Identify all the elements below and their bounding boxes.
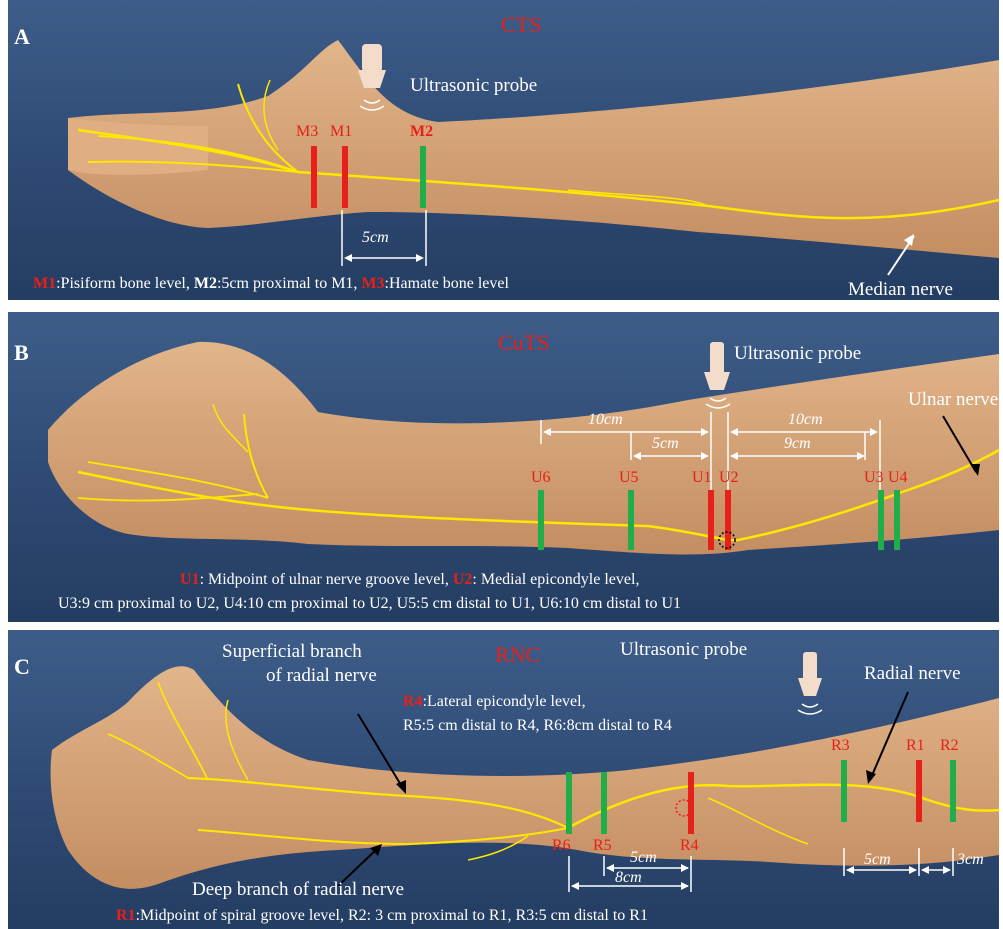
marker-label-u3: U3 xyxy=(864,470,884,486)
panel-a-caption: M1:Pisiform bone level, M2:5cm proximal … xyxy=(33,276,509,292)
dimension-label-u3-9cm: 9cm xyxy=(784,436,811,452)
panel-c-illustration xyxy=(8,630,999,929)
marker-u1 xyxy=(708,490,714,550)
median-nerve-label: Median nerve xyxy=(848,280,953,299)
marker-label-u4: U4 xyxy=(888,470,908,486)
panel-a-title: CTS xyxy=(501,14,541,36)
dimension-label-r2-3cm: 3cm xyxy=(957,852,984,868)
marker-label-u1: U1 xyxy=(692,470,712,486)
marker-u6 xyxy=(538,490,544,550)
marker-r5 xyxy=(601,772,607,834)
marker-label-m3: M3 xyxy=(296,124,318,140)
marker-label-u2: U2 xyxy=(719,470,739,486)
panel-c-title: RNC xyxy=(495,644,540,666)
marker-label-u6: U6 xyxy=(531,470,551,486)
ultrasonic-probe-icon-c xyxy=(798,652,822,714)
marker-u3 xyxy=(878,490,884,550)
dimension-label-u5-5cm: 5cm xyxy=(652,436,679,452)
marker-label-r3: R3 xyxy=(831,738,850,754)
marker-r2 xyxy=(950,760,956,822)
deep-branch-label: Deep branch of radial nerve xyxy=(192,880,404,899)
marker-r6 xyxy=(566,772,572,834)
ulnar-nerve-label: Ulnar nerve xyxy=(908,390,998,409)
panel-b-caption-line1: U1: Midpoint of ulnar nerve groove level… xyxy=(180,572,639,588)
marker-label-r5: R5 xyxy=(593,838,612,854)
dimension-label-r3-5cm: 5cm xyxy=(864,852,891,868)
marker-label-m1: M1 xyxy=(330,124,352,140)
superficial-branch-label-1: Superficial branch xyxy=(222,642,362,661)
dimension-label-5cm: 5cm xyxy=(362,230,389,246)
panel-b-caption-line2: U3:9 cm proximal to U2, U4:10 cm proxima… xyxy=(58,596,681,612)
marker-u5 xyxy=(628,490,634,550)
marker-label-r6: R6 xyxy=(552,838,571,854)
panel-a-probe-label: Ultrasonic probe xyxy=(410,76,537,95)
panel-b-cuts: B CuTS Ultrasonic probe Ulnar nerve 10cm… xyxy=(8,312,999,622)
panel-a-cts: A CTS Ultrasonic probe M3 M1 M2 5cm Medi… xyxy=(8,0,999,300)
marker-m2 xyxy=(420,146,426,208)
r4-description-line2: R5:5 cm distal to R4, R6:8cm distal to R… xyxy=(403,718,672,734)
dimension-label-u6-10cm: 10cm xyxy=(588,412,623,428)
panel-c-probe-label: Ultrasonic probe xyxy=(620,640,747,659)
r4-description-line1: R4:Lateral epicondyle level, xyxy=(403,694,586,710)
panel-b-letter: B xyxy=(14,342,29,364)
dimension-label-u4-10cm: 10cm xyxy=(788,412,823,428)
dimension-label-r5-5cm: 5cm xyxy=(630,850,657,866)
panel-b-probe-label: Ultrasonic probe xyxy=(734,344,861,363)
panel-c-rnc: C RNC Ultrasonic probe Superficial branc… xyxy=(8,630,999,929)
superficial-branch-label-2: of radial nerve xyxy=(266,666,377,685)
marker-u2 xyxy=(725,490,731,550)
panel-b-title: CuTS xyxy=(498,332,549,354)
dimension-label-r6-8cm: 8cm xyxy=(615,870,642,886)
panel-a-letter: A xyxy=(14,26,30,48)
panel-a-illustration xyxy=(8,0,999,300)
marker-r1 xyxy=(916,760,922,822)
marker-label-m2: M2 xyxy=(410,124,433,140)
marker-m3 xyxy=(311,146,317,208)
panel-c-letter: C xyxy=(14,656,30,678)
marker-label-u5: U5 xyxy=(619,470,639,486)
marker-m1 xyxy=(342,146,348,208)
radial-nerve-label: Radial nerve xyxy=(864,664,961,683)
marker-label-r1: R1 xyxy=(906,738,925,754)
marker-label-r4: R4 xyxy=(680,838,699,854)
panel-c-caption: R1:Midpoint of spiral groove level, R2: … xyxy=(116,908,648,924)
marker-r3 xyxy=(841,760,847,822)
marker-u4 xyxy=(894,490,900,550)
marker-label-r2: R2 xyxy=(940,738,959,754)
